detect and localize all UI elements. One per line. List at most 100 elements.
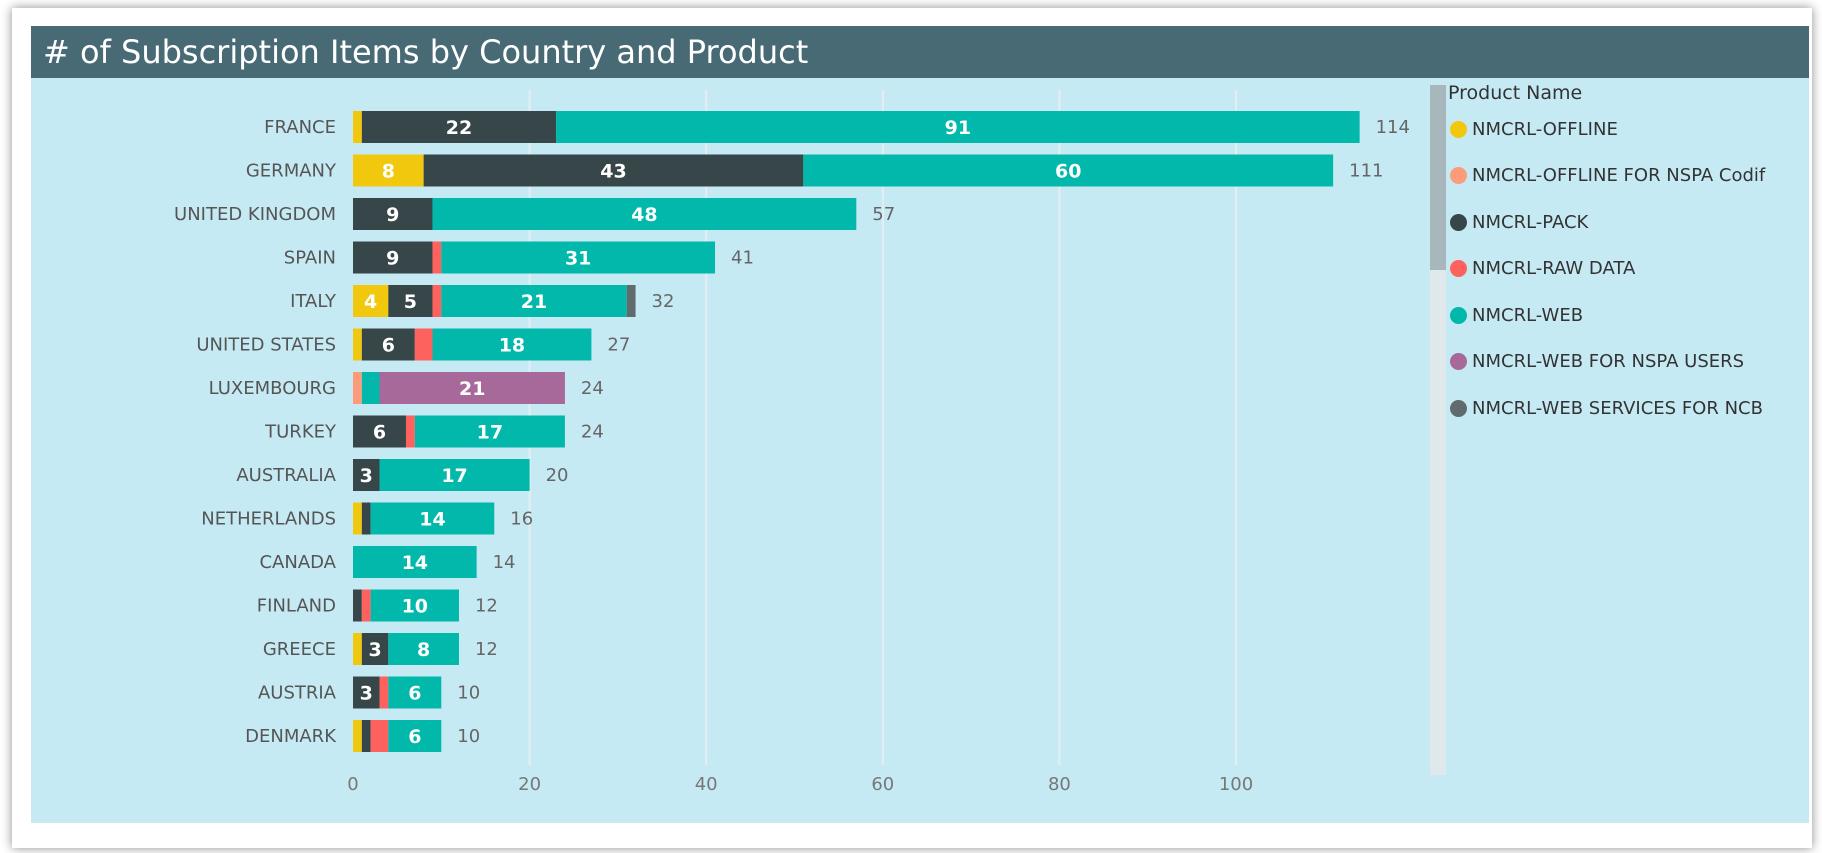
bar-segment [353,633,362,665]
legend-item[interactable]: NMCRL-WEB FOR NSPA USERS [1450,347,1744,377]
bar-segment [353,111,362,143]
category-label: CANADA [259,552,336,573]
bar-segment [388,676,442,709]
data-label: 91 [945,117,971,139]
legend-item[interactable]: NMCRL-PACK [1450,207,1588,237]
data-label: 6 [373,422,386,444]
chart-title: # of Subscription Items by Country and P… [43,33,809,71]
plot-panel [31,78,1809,823]
x-tick-label: 100 [1219,774,1253,795]
total-label: 24 [581,422,604,443]
legend-scrollbar-thumb[interactable] [1430,85,1446,270]
data-label: 4 [364,291,377,313]
total-label: 16 [510,509,533,530]
legend-label: NMCRL-PACK [1472,211,1589,233]
data-label: 22 [446,117,472,139]
bar-segment [361,502,371,535]
data-label: 9 [386,248,399,270]
data-label: 9 [386,204,399,226]
legend-scrollbar[interactable] [1430,85,1446,775]
bar-segment [353,546,477,578]
legend-marker [1450,120,1467,138]
bar-segment [353,372,362,404]
category-label: FRANCE [264,117,336,138]
bar-segment [353,502,362,535]
legend-label: NMCRL-OFFLINE FOR NSPA Codif [1472,165,1766,186]
category-label: ITALY [290,291,337,312]
category-label: SPAIN [284,248,336,269]
x-tick-label: 0 [347,774,358,795]
legend-item[interactable]: NMCRL-OFFLINE FOR NSPA Codif [1450,161,1765,191]
category-label: NETHERLANDS [201,509,336,530]
total-label: 32 [652,291,675,312]
bar-segment [361,372,380,404]
bar-segment [361,720,371,752]
data-label: 8 [382,161,395,183]
legend-item[interactable]: NMCRL-OFFLINE [1450,114,1618,144]
data-label: 8 [417,639,430,661]
data-label: 6 [382,335,395,357]
legend-item[interactable]: NMCRL-WEB SERVICES FOR NCB [1450,393,1763,423]
data-label: 21 [459,378,485,400]
category-label: UNITED KINGDOM [174,204,336,225]
bar-segment [379,372,565,404]
data-label: 6 [408,683,421,705]
category-label: GREECE [263,639,336,660]
x-tick-label: 60 [871,774,894,795]
x-tick-label: 40 [695,774,718,795]
data-label: 17 [477,422,503,444]
legend-marker [1450,399,1467,417]
bar-segment [361,589,371,622]
category-label: GERMANY [246,161,337,182]
bar-segment [370,720,389,752]
total-label: 41 [731,248,754,269]
bar-segment [361,633,389,665]
bar-segment [353,459,380,491]
legend-label: NMCRL-WEB SERVICES FOR NCB [1472,397,1763,419]
legend-label: NMCRL-WEB [1472,304,1584,326]
legend-marker [1450,213,1467,231]
legend-item[interactable]: NMCRL-WEB [1450,300,1583,330]
total-label: 24 [581,378,604,399]
total-label: 12 [475,639,498,660]
data-label: 10 [402,596,428,618]
total-label: 111 [1349,161,1383,182]
bar-segment [432,198,857,230]
data-label: 5 [404,291,417,313]
data-label: 6 [408,726,421,748]
data-label: 31 [565,248,591,270]
legend-marker [1450,260,1467,277]
data-label: 21 [521,291,547,313]
total-label: 10 [457,683,480,704]
bar-segment [432,285,442,317]
legend-label: NMCRL-RAW DATA [1472,258,1636,279]
x-tick-label: 20 [518,774,541,795]
bar-segment [379,676,389,709]
bar-segment [405,415,415,448]
bar-segment [803,154,1334,187]
total-label: 57 [872,204,895,225]
data-label: 14 [419,509,445,531]
category-label: UNITED STATES [196,335,336,356]
bar-segment [353,154,424,187]
bar-segment [353,241,433,274]
bar-segment [432,241,442,274]
bar-segment [353,328,362,361]
legend-item[interactable]: NMCRL-RAW DATA [1450,254,1635,284]
total-label: 20 [546,465,569,486]
bar-segment [556,111,1360,143]
total-label: 12 [475,596,498,617]
bar-segment [441,285,627,317]
legend-label: NMCRL-WEB FOR NSPA USERS [1472,351,1745,372]
bar-segment [379,459,530,491]
bar-segment [388,633,459,665]
bar-segment [353,198,433,230]
category-label: DENMARK [245,726,337,747]
bar-segment [353,676,380,709]
legend-title: Product Name [1448,82,1583,104]
total-label: 10 [457,726,480,747]
category-label: TURKEY [264,422,337,443]
bar-segment [414,328,433,361]
bar-segment [361,111,557,143]
